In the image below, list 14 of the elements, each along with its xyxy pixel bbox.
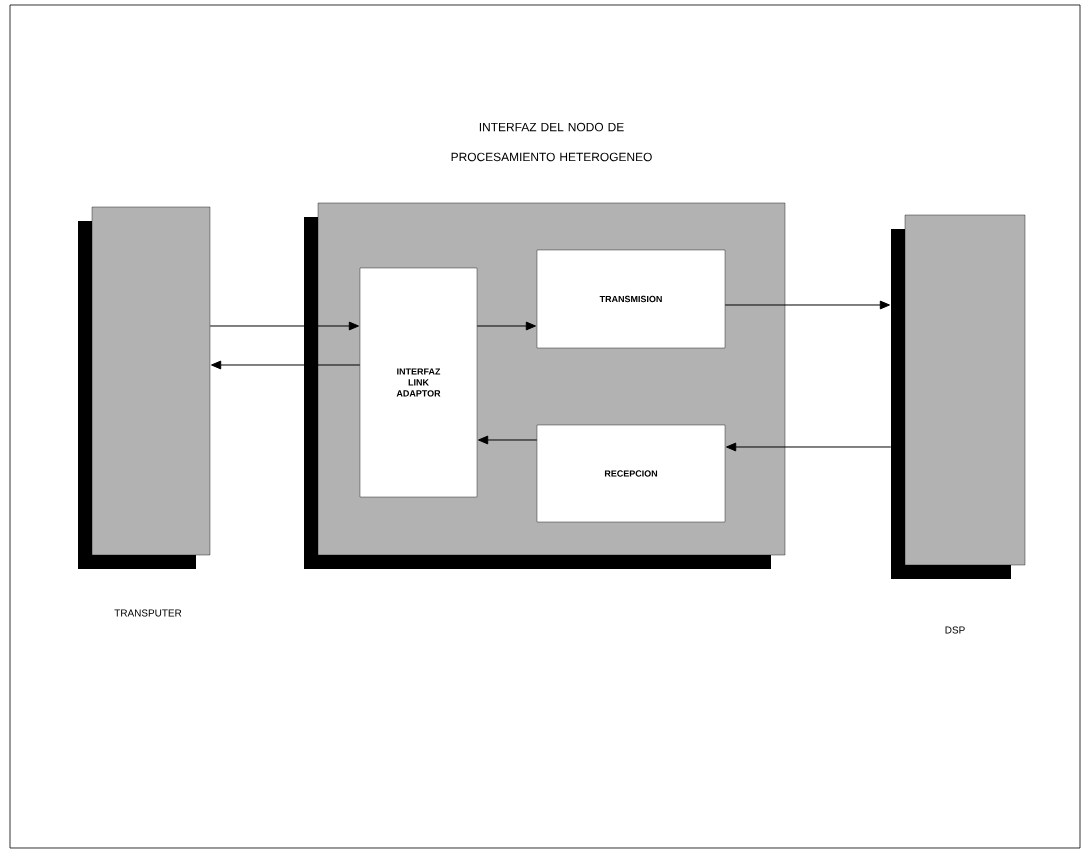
node-label: INTERFAZ DEL NODO DE PROCESAMIENTO HETEROGENEO <box>451 122 652 162</box>
shaded-block: TRANSMISION <box>536 249 726 349</box>
block-label: DSP <box>945 626 965 634</box>
arrow <box>726 442 892 452</box>
arrow <box>724 300 890 310</box>
arrow <box>209 321 359 331</box>
shaded-block: INTERFAZ LINK ADAPTOR <box>359 267 478 498</box>
shaded-block <box>78 206 211 569</box>
arrow <box>211 360 361 370</box>
shaded-block <box>891 214 1026 579</box>
arrow <box>476 321 536 331</box>
arrow <box>478 435 538 445</box>
block-label: TRANSPUTER <box>114 609 182 617</box>
shaded-block: RECEPCION <box>536 424 726 523</box>
